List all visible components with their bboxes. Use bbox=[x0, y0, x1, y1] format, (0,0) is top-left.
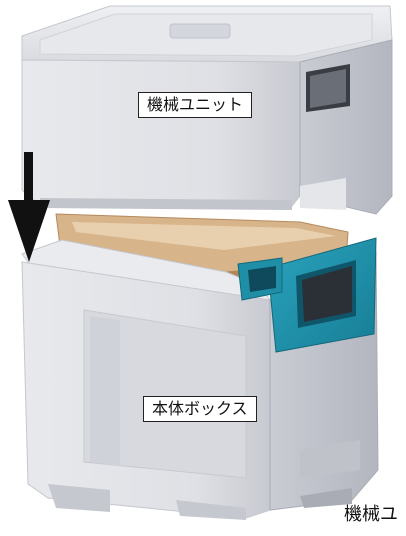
down-arrow-icon bbox=[8, 152, 50, 262]
main-box-label: 本体ボックス bbox=[143, 396, 257, 422]
main-box bbox=[21, 239, 379, 520]
teal-side-panel bbox=[237, 237, 377, 353]
cropped-caption: 機械ユ bbox=[344, 504, 398, 525]
machine-unit-label: 機械ユニット bbox=[138, 92, 253, 118]
